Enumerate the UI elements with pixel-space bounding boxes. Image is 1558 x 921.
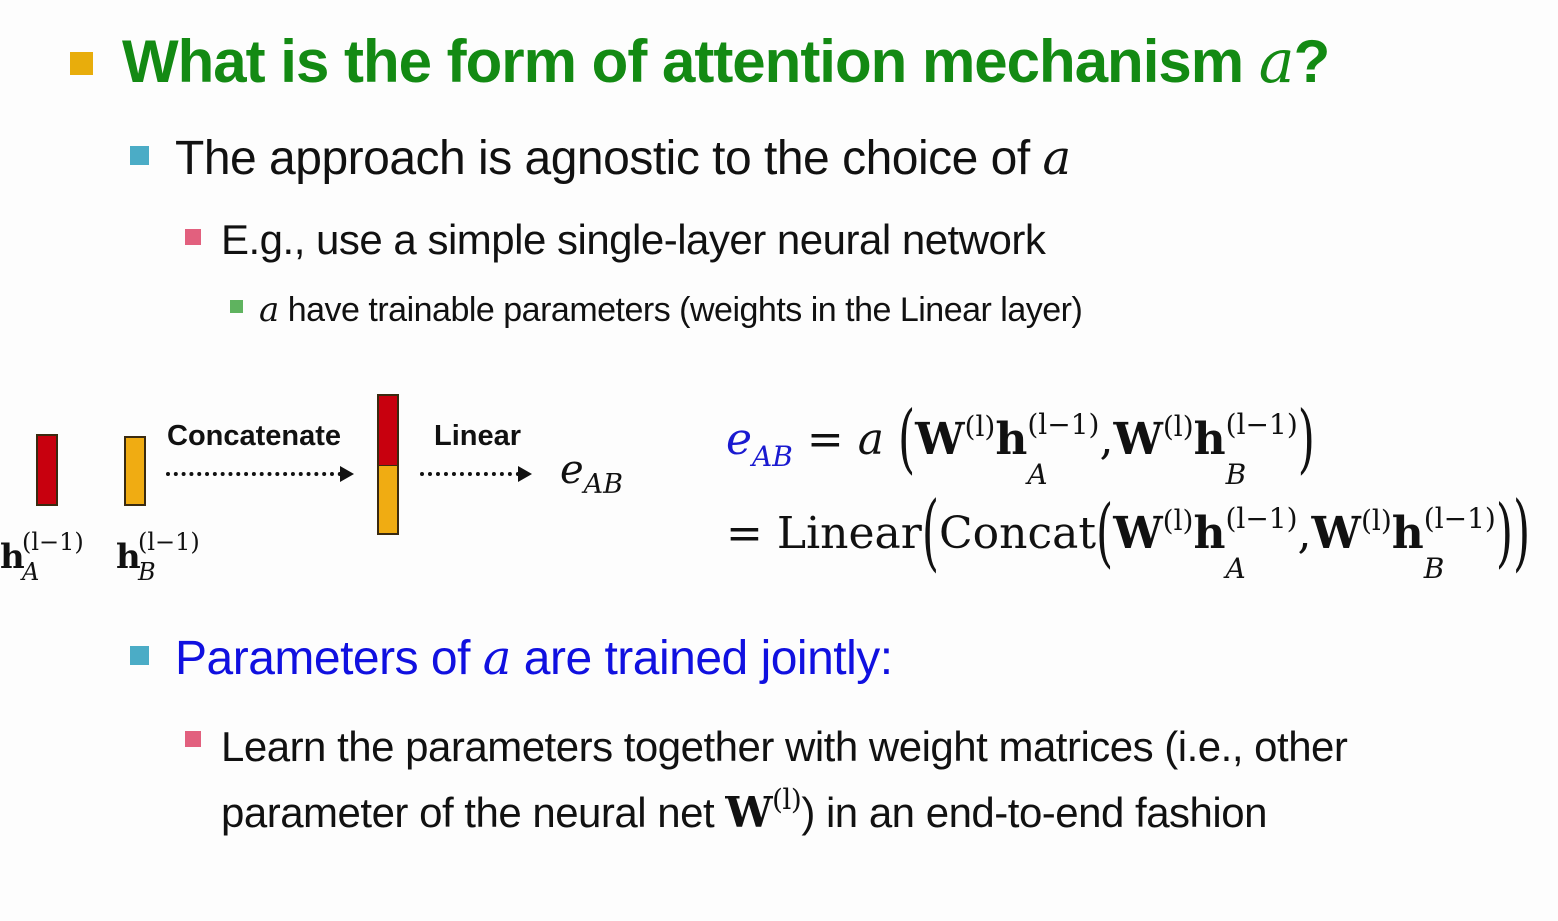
concat-diagram: h (l−1) A h (l−1) B Concatenate Linear e… xyxy=(0,380,660,600)
equation-line-2: = Linear(Concat(W(l)h(l−1)A,W(l)h(l−1)B)… xyxy=(726,484,1531,585)
concatenate-label: Concatenate xyxy=(167,420,342,452)
output-e-ab: eAB xyxy=(560,447,624,500)
concat-vector-bottom xyxy=(377,465,399,535)
slide-heading: What is the form of attention mechanism … xyxy=(122,22,1331,102)
heading-bullet-icon xyxy=(70,52,93,75)
heading-suffix: ? xyxy=(1293,28,1331,95)
label-h-a: h (l−1) A xyxy=(0,528,84,586)
concat-vector-top xyxy=(377,394,399,466)
level2-bullet-icon xyxy=(130,146,149,165)
heading-symbol-a: a xyxy=(1258,27,1295,97)
linear-arrow-line xyxy=(420,472,520,476)
level4-bullet-icon xyxy=(230,300,243,313)
bullet-end-to-end: Learn the parameters together with weigh… xyxy=(221,723,1348,837)
bullet-agnostic: The approach is agnostic to the choice o… xyxy=(175,128,1071,189)
label-h-b: h (l−1) B xyxy=(116,528,200,586)
bullet-trained-jointly: Parameters of a are trained jointly: xyxy=(175,630,893,686)
heading-text: What is the form of attention mechanism xyxy=(122,28,1259,95)
bullet-text: The approach is agnostic to the choice o… xyxy=(175,132,1043,185)
arrow-right-icon xyxy=(340,466,354,482)
bullet-example: E.g., use a simple single-layer neural n… xyxy=(221,216,1046,263)
vector-h-b xyxy=(124,436,146,506)
bullet-trainable: a have trainable parameters (weights in … xyxy=(259,288,1083,332)
level3-bullet-icon xyxy=(185,731,201,747)
bullet-text: have trainable parameters (weights in th… xyxy=(278,291,1083,329)
level3-bullet-icon xyxy=(185,229,201,245)
arrow-right-icon xyxy=(518,466,532,482)
symbol-a: a xyxy=(1042,130,1072,186)
equation-line-1: eAB = a (W(l)h(l−1)A,W(l)h(l−1)B) xyxy=(726,395,1315,491)
linear-label: Linear xyxy=(434,420,522,452)
symbol-a: a xyxy=(482,630,512,686)
level2-bullet-icon xyxy=(130,646,149,665)
symbol-a: a xyxy=(259,290,279,330)
concat-arrow-line xyxy=(166,472,342,476)
vector-h-a xyxy=(36,434,58,506)
